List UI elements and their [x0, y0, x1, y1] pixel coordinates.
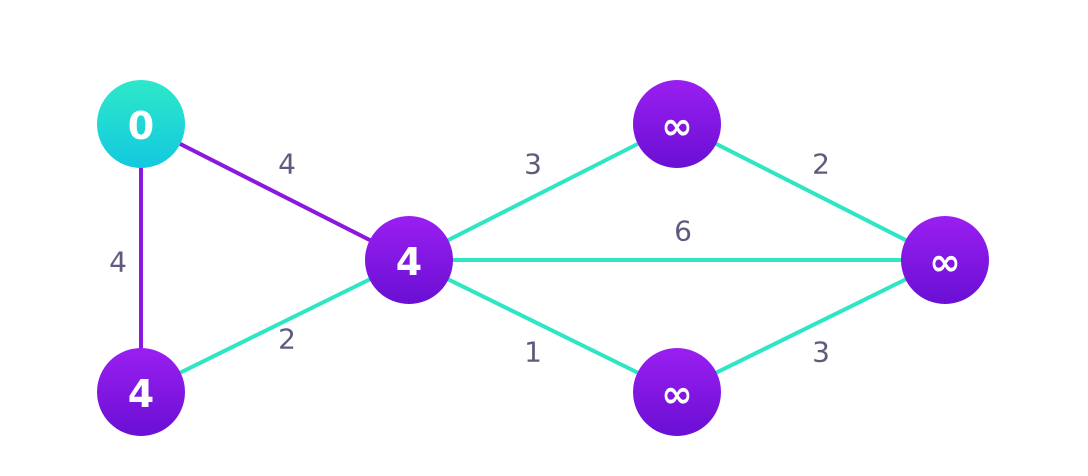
graph-node-f: ∞ — [901, 216, 989, 304]
node-circle — [901, 216, 989, 304]
edge-c-e — [407, 258, 679, 394]
graph-node-d: ∞ — [633, 80, 721, 168]
edges-layer — [139, 122, 947, 394]
graph-node-c: 4 — [365, 216, 453, 304]
edge-labels-layer: 4 4 2 3 6 1 2 3 — [109, 148, 830, 369]
edge-c-d — [407, 122, 679, 262]
edge-a-c — [139, 122, 411, 262]
node-circle — [97, 348, 185, 436]
edge-weight-label: 3 — [812, 336, 830, 369]
edge-weight-label: 2 — [278, 323, 296, 356]
edge-weight-label: 6 — [674, 215, 692, 248]
node-distance-label: ∞ — [929, 240, 961, 284]
node-distance-label: 4 — [396, 240, 422, 284]
node-circle — [97, 80, 185, 168]
edge-weight-label: 3 — [524, 148, 542, 181]
edge-weight-label: 4 — [278, 148, 296, 181]
node-distance-label: ∞ — [661, 104, 693, 148]
edge-weight-label: 1 — [524, 336, 542, 369]
graph-node-e: ∞ — [633, 348, 721, 436]
node-circle — [633, 80, 721, 168]
edge-weight-label: 4 — [109, 246, 127, 279]
edge-b-c — [139, 258, 411, 394]
node-distance-label: ∞ — [661, 372, 693, 416]
edge-e-f — [675, 258, 947, 394]
graph-node-a: 0 — [97, 80, 185, 168]
edge-d-f — [675, 122, 947, 262]
nodes-layer: 0 4 4 ∞ ∞ ∞ — [97, 80, 989, 436]
node-distance-label: 4 — [128, 372, 154, 416]
node-circle — [633, 348, 721, 436]
node-circle — [365, 216, 453, 304]
node-distance-label: 0 — [128, 104, 154, 148]
edge-weight-label: 2 — [812, 148, 830, 181]
graph-node-b: 4 — [97, 348, 185, 436]
